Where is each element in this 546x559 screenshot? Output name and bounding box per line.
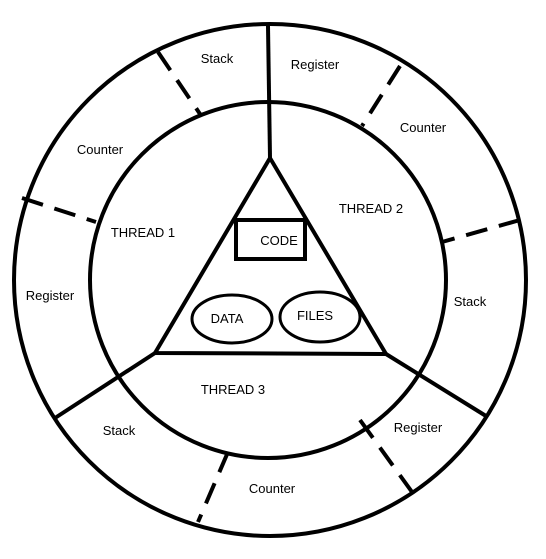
- thread-2-register: Register: [291, 57, 340, 72]
- thread-3-label: THREAD 3: [201, 382, 265, 397]
- divider-thread1-thread2: [266, 25, 272, 159]
- thread-3-counter: Counter: [249, 481, 296, 496]
- files-label: FILES: [297, 308, 333, 323]
- outer-ring: [12, 22, 528, 538]
- shared-triangle: [151, 154, 390, 357]
- thread-3-register: Register: [394, 420, 443, 435]
- data-label: DATA: [211, 311, 244, 326]
- divider-thread2-thread3: [384, 352, 488, 418]
- thread-2-label: THREAD 2: [339, 201, 403, 216]
- dash-stack-counter-1: [156, 50, 202, 116]
- divider-thread3-thread1: [53, 351, 157, 420]
- dash-register-counter-2: [360, 64, 402, 128]
- dash-counter-register-1: [21, 196, 97, 224]
- thread-1-counter: Counter: [77, 142, 124, 157]
- dash-counter-stack-3: [196, 451, 230, 523]
- thread-1-register: Register: [26, 288, 75, 303]
- thread-2-counter: Counter: [400, 120, 447, 135]
- data-ellipse: [190, 293, 274, 345]
- dash-register-counter-3: [358, 418, 414, 494]
- thread-1-stack: Stack: [201, 51, 234, 66]
- code-label: CODE: [260, 233, 298, 248]
- files-ellipse: [278, 290, 362, 344]
- thread-1-label: THREAD 1: [111, 225, 175, 240]
- thread-2-stack: Stack: [454, 294, 487, 309]
- dash-counter-stack-2: [441, 218, 521, 244]
- code-box: [234, 218, 307, 261]
- thread-3-stack: Stack: [103, 423, 136, 438]
